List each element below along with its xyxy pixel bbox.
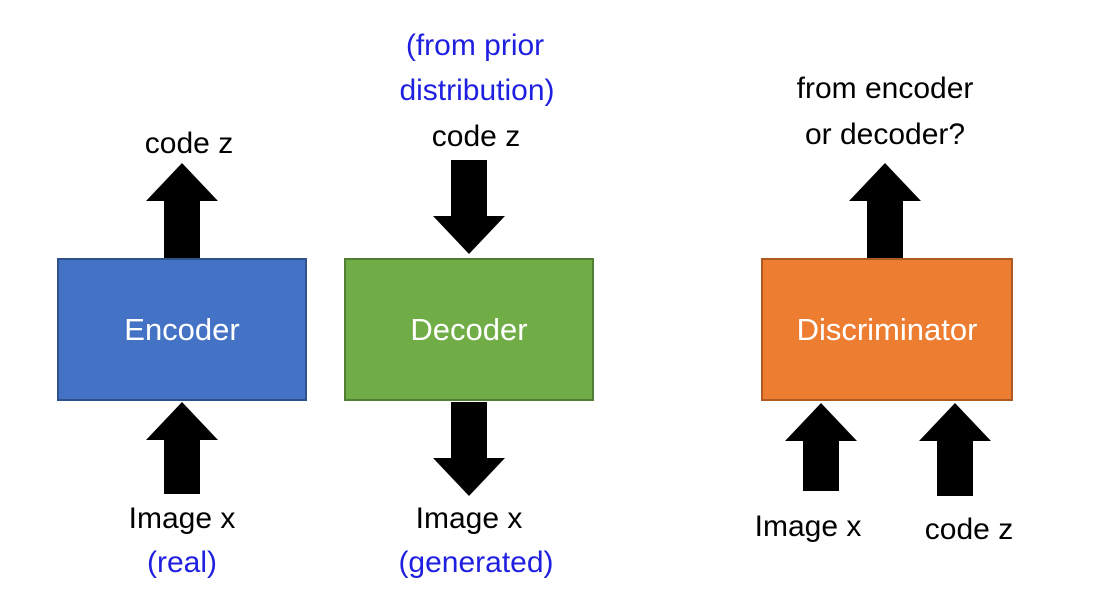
decoder-input-note-line1: (from prior — [405, 29, 545, 62]
encoder-output-arrow-icon — [146, 163, 218, 258]
discriminator-image-input-label: Image x — [754, 510, 862, 543]
encoder-label: Encoder — [124, 311, 240, 347]
discriminator-output-arrow-icon — [849, 163, 921, 258]
discriminator-image-input-arrow-icon — [785, 403, 857, 491]
encoder-input-arrow-icon — [146, 402, 218, 494]
decoder-output-arrow-icon — [433, 402, 505, 496]
decoder-input-note-line2: distribution) — [399, 74, 555, 107]
decoder-output-label: Image x — [415, 502, 523, 535]
decoder-output-note: (generated) — [398, 546, 554, 579]
discriminator-label: Discriminator — [796, 311, 978, 347]
encoder-input-note: (real) — [146, 546, 218, 579]
discriminator-output-line1: from encoder — [796, 72, 974, 105]
encoder-box: Encoder — [57, 258, 307, 401]
decoder-input-arrow-icon — [433, 160, 505, 254]
encoder-input-label: Image x — [128, 502, 236, 535]
discriminator-box: Discriminator — [761, 258, 1013, 401]
encoder-output-label: code z — [144, 127, 234, 160]
discriminator-output-line2: or decoder? — [804, 118, 966, 151]
discriminator-code-input-arrow-icon — [919, 403, 991, 496]
discriminator-code-input-label: code z — [924, 513, 1014, 546]
decoder-input-label: code z — [431, 120, 521, 153]
decoder-label: Decoder — [410, 311, 528, 347]
decoder-box: Decoder — [344, 258, 594, 401]
